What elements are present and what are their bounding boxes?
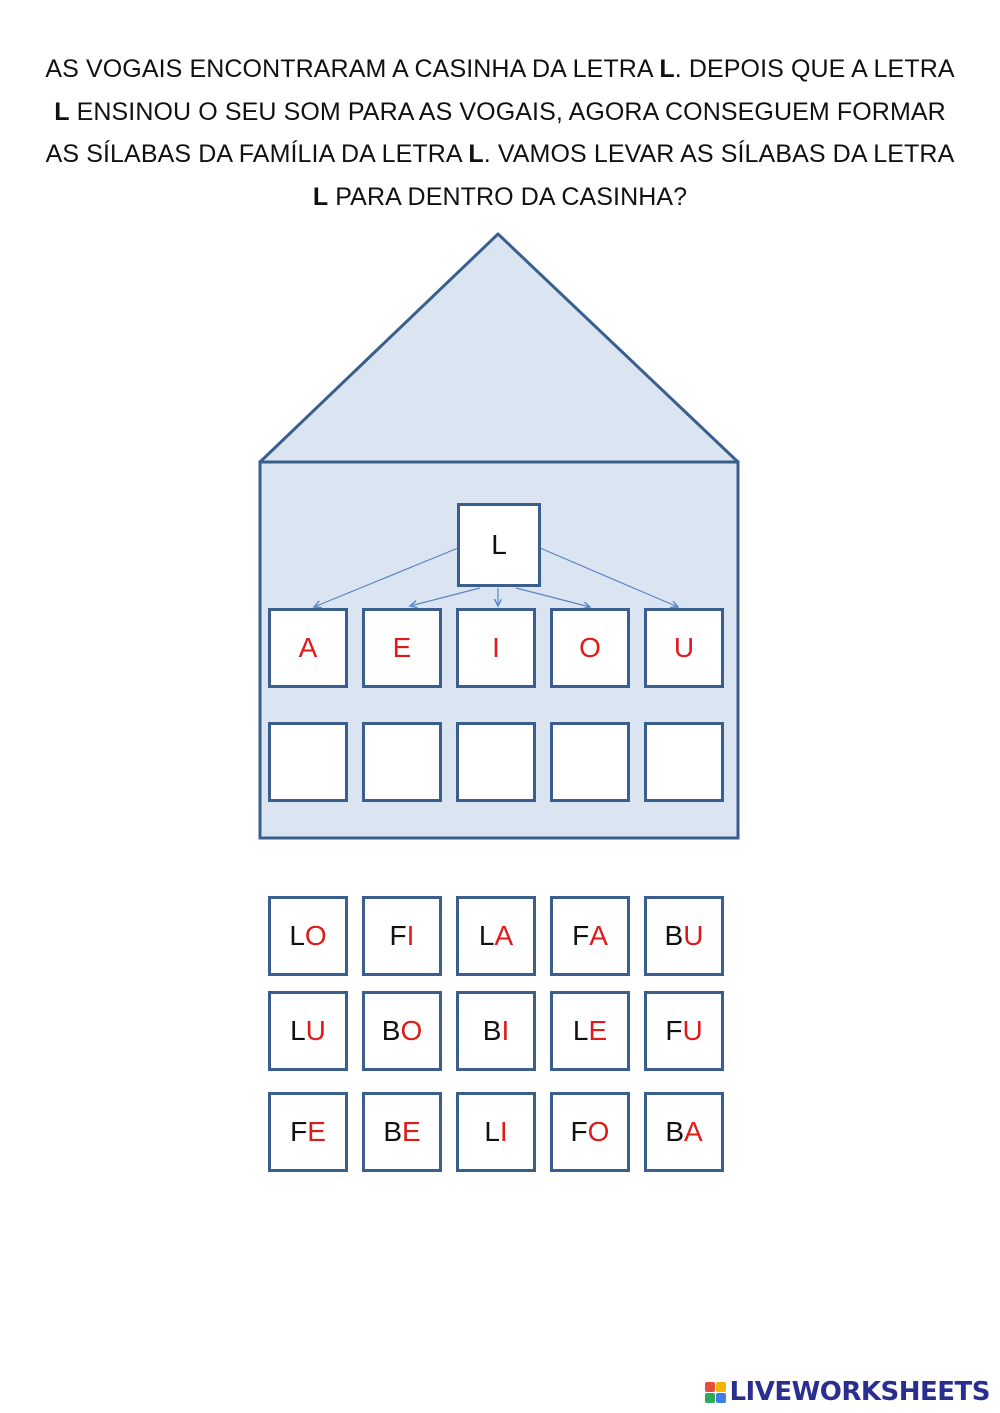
answer-slot-1[interactable] [268,722,348,802]
answer-slot-5[interactable] [644,722,724,802]
tile-consonant: B [482,1015,502,1046]
answer-slot-2[interactable] [362,722,442,802]
tile-vowel: I [501,1015,510,1046]
tile-consonant: L [484,1116,500,1147]
brand-text: LIVEWORKSHEETS [729,1377,990,1407]
liveworksheets-brand: LIVEWORKSHEETS [705,1377,990,1407]
letter-l-box: L [457,503,541,587]
arrow-to-a [314,547,459,607]
tile-consonant: F [665,1015,683,1046]
tile-consonant: F [389,920,407,951]
tile-vowel: E [588,1015,608,1046]
tile-consonant: B [664,920,684,951]
tile-vowel: A [684,1116,703,1147]
vowel-label: E [392,632,412,663]
tile-vowel: A [589,920,608,951]
tile-consonant: L [289,920,305,951]
liveworksheets-logo-icon [705,1381,727,1403]
tile-consonant: F [570,1116,588,1147]
vowel-box-a: A [268,608,348,688]
tile-vowel: E [307,1116,326,1147]
tile-vowel: O [400,1015,423,1046]
arrow-to-e [410,587,481,606]
tile-consonant: L [572,1015,589,1046]
tile-consonant: L [290,1015,306,1046]
vowel-box-o: O [550,608,630,688]
arrow-to-u [539,547,678,607]
tile-vowel: I [406,920,415,951]
vowel-label: A [298,632,318,663]
tile-consonant: B [381,1015,401,1046]
tile-vowel: U [305,1015,326,1046]
vowel-box-u: U [644,608,724,688]
house-roof [258,232,740,464]
tile-vowel: O [587,1116,610,1147]
vowel-box-e: E [362,608,442,688]
instructions-text: AS VOGAIS ENCONTRARAM A CASINHA DA LETRA… [45,55,955,211]
tile-vowel: A [494,920,514,951]
tile-consonant: F [290,1116,308,1147]
tile-vowel: E [402,1116,421,1147]
tile-vowel: U [683,920,704,951]
arrow-to-o [515,587,590,607]
answer-slot-3[interactable] [456,722,536,802]
vowel-box-i: I [456,608,536,688]
tile-consonant: B [665,1116,684,1147]
answer-slot-4[interactable] [550,722,630,802]
vowel-label: U [673,632,695,663]
tile-consonant: L [478,920,495,951]
vowel-label: I [492,632,500,663]
arrows [314,547,678,607]
letter-l-label: L [491,529,507,560]
vowel-label: O [579,632,601,663]
tile-vowel: I [499,1116,508,1147]
tile-consonant: F [572,920,590,951]
tile-vowel: O [304,920,327,951]
tile-consonant: B [383,1116,402,1147]
tile-vowel: U [682,1015,703,1046]
